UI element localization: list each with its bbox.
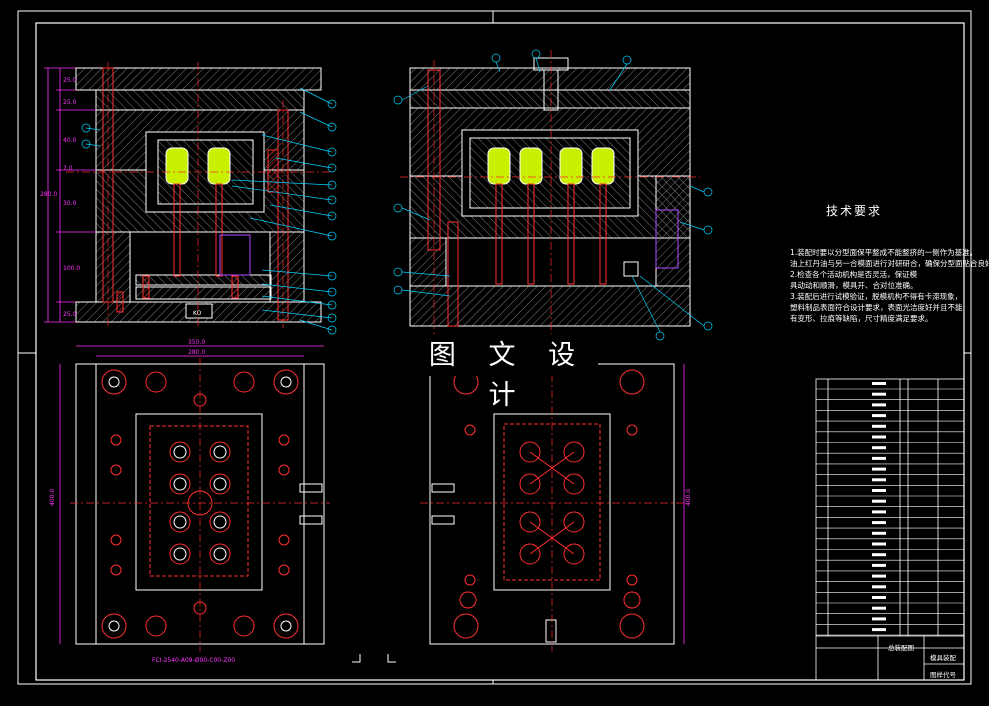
drawing-frame	[17, 10, 972, 685]
dim-label: 350.0	[188, 339, 205, 346]
parts-list-cell	[872, 585, 886, 589]
tech-line: 3.装配后进行试模验证，脱模机构不得有卡滞现象，	[790, 292, 963, 301]
tech-line: 具动动和顺滑，模具开、合对位准确。	[790, 281, 918, 290]
dim-label: 25.0	[63, 311, 77, 318]
dim-label: 30.0	[63, 200, 77, 207]
dim-label: 25.0	[63, 99, 77, 106]
parts-list-cell	[872, 489, 886, 492]
parts-list	[815, 378, 965, 681]
parts-list-rows	[816, 382, 964, 636]
dim-label: 280.0	[40, 191, 57, 198]
parts-list-cell	[872, 596, 886, 599]
parts-list-cell	[872, 574, 886, 578]
molded-part	[487, 147, 615, 185]
dim-label: 25.0	[63, 77, 77, 84]
parts-list-cell	[872, 403, 886, 407]
parts-list-cell	[872, 499, 886, 503]
dim-label: 400.0	[685, 489, 692, 506]
parts-list-cell	[872, 563, 886, 567]
parts-list-cell	[872, 478, 886, 482]
dim-label: 40.0	[63, 137, 77, 144]
parts-list-cell	[872, 435, 886, 439]
molded-part	[165, 147, 231, 185]
parts-list-cell	[872, 628, 886, 632]
title-assembly: 总装配图	[888, 643, 914, 652]
tech-line: 油上红丹油与另一合模面进行对研研合，确保分型面贴合良好。	[790, 259, 989, 268]
dim-label: 280.0	[188, 349, 205, 356]
title-name: 模具装配	[930, 653, 957, 662]
dim-label: 7.0	[63, 165, 73, 172]
front-section-view: KO 25.0 25.0	[40, 62, 337, 335]
section-mark	[352, 654, 396, 663]
svg-text:KO: KO	[193, 310, 202, 317]
parts-list-cell	[872, 553, 886, 557]
parts-list-cell	[872, 392, 886, 396]
tech-line: 2.检查各个活动机构是否灵活，保证模	[790, 270, 918, 279]
dim-label: 100.0	[63, 265, 80, 272]
parts-list-cell	[872, 606, 886, 610]
parts-list-cell	[872, 446, 886, 450]
title-drawing-no: 图样代号	[930, 670, 957, 679]
parts-list-cell	[872, 531, 886, 535]
tech-requirements-title: 技术要求	[826, 204, 883, 218]
parts-list-cell	[872, 510, 886, 514]
parts-list-cell	[872, 424, 886, 428]
dim-label: 400.0	[49, 489, 56, 506]
tech-requirements: 1.装配时要以分型面保平整成不能整挤的一侧作为基准。油上红丹油与另一合模面进行对…	[790, 236, 989, 335]
watermark: 图 文 设 计	[418, 336, 598, 411]
parts-list-cell	[872, 414, 886, 418]
parts-list-cell	[872, 467, 886, 471]
parts-list-cell	[872, 456, 886, 460]
tech-line: 1.装配时要以分型面保平整成不能整挤的一侧作为基准。	[790, 248, 978, 257]
parts-list-cell	[872, 542, 886, 546]
parts-list-cell	[872, 617, 886, 621]
parts-list-cell	[872, 382, 886, 385]
tech-line: 有变形、拉痕等缺陷，尺寸精度满足要求。	[790, 314, 933, 323]
part-code: FCI-2540-A09-Ø90-C00-Z00	[152, 657, 235, 664]
side-section-view	[393, 49, 713, 341]
parts-list-cell	[872, 521, 886, 525]
plan-view-fixed-half: 400.0	[420, 358, 692, 652]
plan-view-moving-half: 350.0 280.0 400.0	[49, 339, 330, 664]
tech-line: 塑料制品表面符合设计要求，表面光洁度好并且不能	[790, 303, 963, 312]
